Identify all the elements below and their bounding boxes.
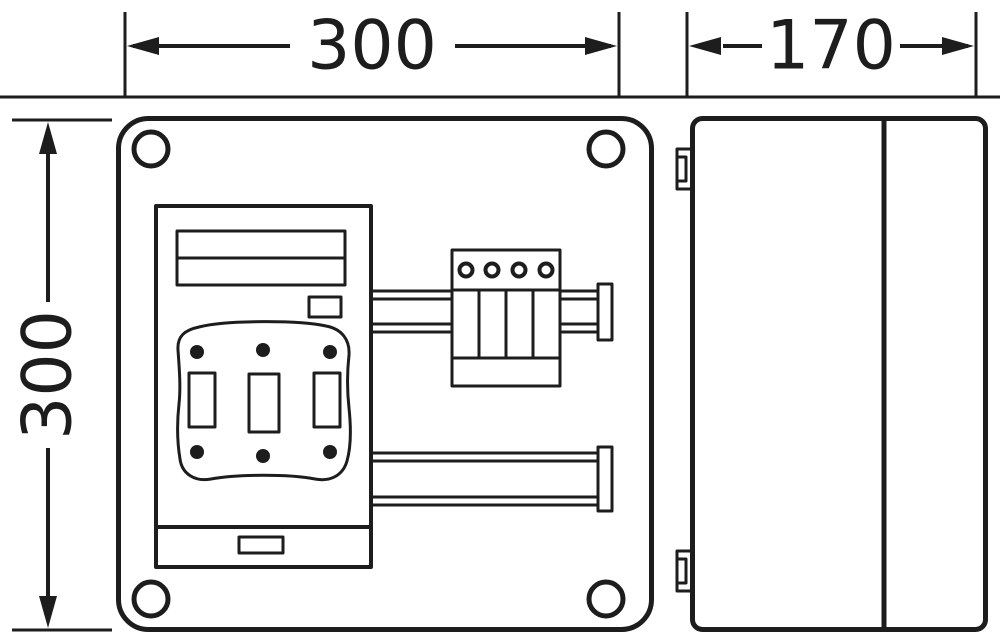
width-dimension-label: 300	[307, 7, 437, 86]
depth-dimension: 170	[689, 7, 974, 86]
height-dimension-label: 300	[9, 310, 88, 440]
screw-dot	[323, 445, 337, 459]
side-view	[675, 116, 988, 632]
arrow-right-icon	[942, 37, 974, 55]
arrow-left-icon	[127, 37, 159, 55]
terminal-screw	[510, 261, 528, 279]
corner-screw-top-left	[131, 129, 171, 169]
screw-dot	[190, 345, 204, 359]
clip-inner	[675, 155, 688, 183]
label-strip-lower	[175, 256, 347, 287]
rail-end-bracket	[596, 445, 614, 513]
width-dimension: 300	[127, 7, 617, 86]
hinge-clip-upper	[675, 147, 695, 191]
screw-dot	[323, 345, 337, 359]
screw-dot	[256, 343, 270, 357]
arrow-down-icon	[39, 596, 57, 628]
height-dimension: 300	[9, 122, 88, 628]
extension-lines	[0, 12, 1000, 632]
corner-screw-bottom-right	[586, 579, 626, 619]
base-clip	[237, 535, 285, 555]
fuse-switch-unit	[154, 204, 373, 569]
fuse-window-center	[247, 372, 281, 434]
corner-screw-bottom-left	[131, 579, 171, 619]
label-strip-upper	[175, 229, 347, 260]
arrow-up-icon	[39, 122, 57, 154]
terminal-block	[450, 248, 562, 388]
switch-unit-body	[154, 204, 373, 569]
terminal-screw	[537, 261, 555, 279]
screw-dot	[190, 445, 204, 459]
corner-screw-top-right	[586, 129, 626, 169]
switch-cover-outline	[176, 320, 352, 482]
fuse-window-left	[187, 371, 217, 429]
enclosure-front-outline	[116, 116, 654, 632]
rail-end-bracket	[596, 282, 614, 342]
depth-dimension-label: 170	[766, 7, 896, 86]
front-view	[116, 116, 654, 632]
clip-inner	[675, 557, 688, 585]
arrow-right-icon	[585, 37, 617, 55]
indicator-window	[307, 295, 343, 319]
enclosure-side-outline	[690, 116, 988, 632]
terminal-screw	[483, 261, 501, 279]
hinge-clip-lower	[675, 549, 695, 593]
din-rail-lower	[369, 445, 614, 513]
terminal-screw	[457, 261, 475, 279]
fuse-window-right	[312, 371, 342, 429]
arrow-left-icon	[689, 37, 721, 55]
screw-dot	[256, 449, 270, 463]
